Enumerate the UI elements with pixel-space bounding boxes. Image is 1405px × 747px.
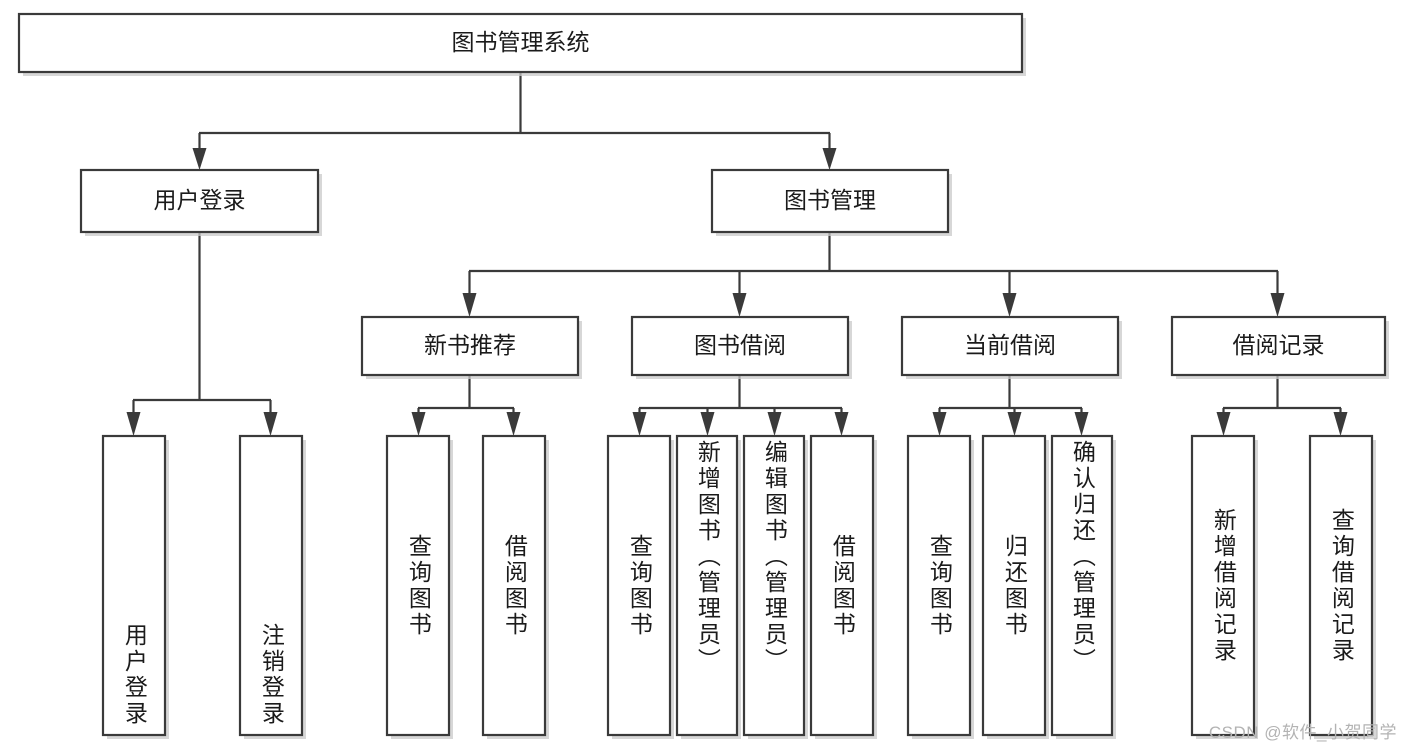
arrow-head-leaf-add-book-admin: [700, 412, 715, 436]
connector-group: [126, 72, 1348, 436]
arrow-head-leaf-logout: [263, 412, 278, 436]
node-box-leaf-query-books-current[interactable]: [906, 434, 972, 737]
node-box-leaf-logout[interactable]: [238, 434, 304, 737]
arrow-head-leaf-borrow-books-recommend: [506, 412, 521, 436]
arrow-head-borrow-record: [1270, 293, 1285, 317]
node-box-leaf-user-login[interactable]: [101, 434, 167, 737]
arrow-head-leaf-query-borrow-record: [1333, 412, 1348, 436]
arrow-head-leaf-return-books: [1007, 412, 1022, 436]
node-box-book-borrow[interactable]: [630, 315, 850, 377]
node-label-borrow-record: 借阅记录: [1233, 332, 1325, 358]
node-box-root[interactable]: [17, 12, 1024, 74]
node-label-root: 图书管理系统: [452, 29, 590, 55]
arrow-head-leaf-add-borrow-record: [1216, 412, 1231, 436]
node-box-leaf-return-books[interactable]: [981, 434, 1047, 737]
arrow-head-book-borrow: [732, 293, 747, 317]
arrow-head-leaf-user-login: [126, 412, 141, 436]
node-label-new-book-recommend: 新书推荐: [424, 332, 516, 358]
arrow-head-current-borrow: [1002, 293, 1017, 317]
csdn-watermark: CSDN @软件_小贺同学: [1208, 723, 1397, 742]
arrow-head-leaf-query-books-borrow: [632, 412, 647, 436]
arrow-head-user-login: [192, 148, 207, 170]
node-box-user-login[interactable]: [79, 168, 320, 234]
node-box-leaf-add-borrow-record[interactable]: [1190, 434, 1256, 737]
node-box-borrow-record[interactable]: [1170, 315, 1387, 377]
node-box-leaf-query-borrow-record[interactable]: [1308, 434, 1374, 737]
arrow-head-leaf-confirm-return-admin: [1074, 412, 1089, 436]
node-label-user-login: 用户登录: [154, 187, 246, 213]
node-box-book-management[interactable]: [710, 168, 950, 234]
node-label-book-management: 图书管理: [784, 187, 876, 213]
node-box-leaf-confirm-return-admin[interactable]: [1050, 434, 1114, 737]
node-group: 图书管理系统 用户登录 图书管理 新书推荐 图书借阅 当前借阅 借阅记录: [17, 12, 1389, 739]
node-box-leaf-borrow-books-borrow[interactable]: [809, 434, 875, 737]
node-box-leaf-query-books-borrow[interactable]: [606, 434, 672, 737]
node-box-leaf-query-books-recommend[interactable]: [385, 434, 451, 737]
node-box-leaf-edit-book-admin[interactable]: [742, 434, 806, 737]
arrow-head-leaf-query-books-current: [932, 412, 947, 436]
node-label-book-borrow: 图书借阅: [694, 332, 786, 358]
arrow-head-leaf-edit-book-admin: [767, 412, 782, 436]
arrow-head-leaf-borrow-books-borrow: [834, 412, 849, 436]
arrow-head-new-book-recommend: [462, 293, 477, 317]
arrow-head-book-management: [822, 148, 837, 170]
arrow-head-leaf-query-books-recommend: [411, 412, 426, 436]
node-box-current-borrow[interactable]: [900, 315, 1120, 377]
node-box-leaf-add-book-admin[interactable]: [675, 434, 739, 737]
node-box-leaf-borrow-books-recommend[interactable]: [481, 434, 547, 737]
node-box-new-book-recommend[interactable]: [360, 315, 580, 377]
node-label-current-borrow: 当前借阅: [964, 332, 1056, 358]
